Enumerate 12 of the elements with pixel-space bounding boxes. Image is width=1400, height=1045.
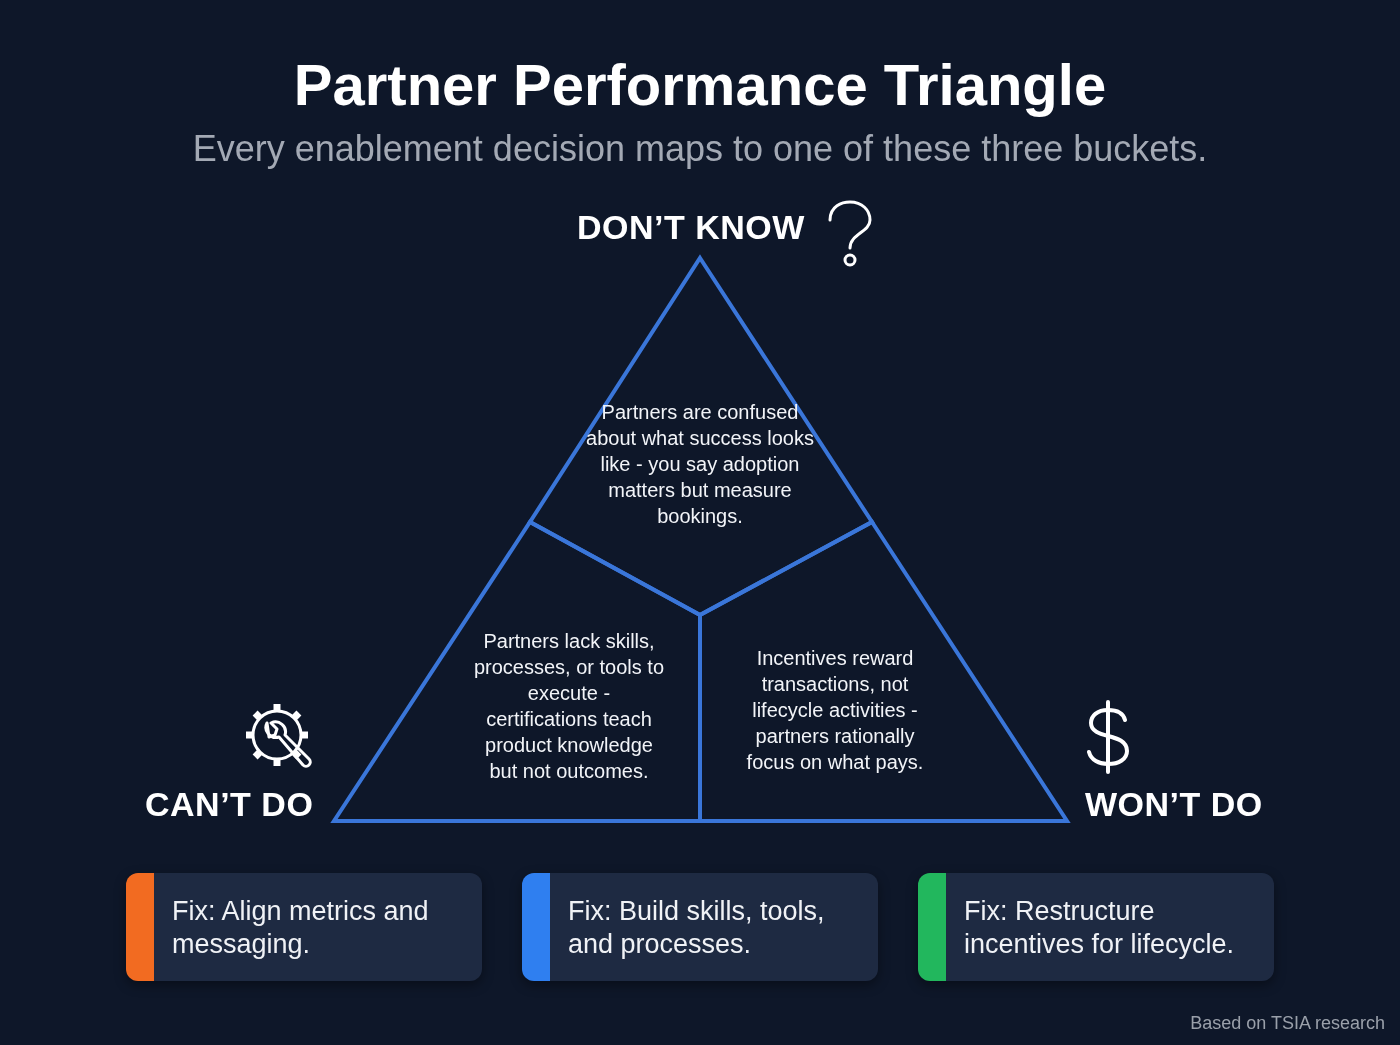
corner-label: CAN’T DO <box>145 785 314 824</box>
title-heading: Partner Performance Triangle <box>292 51 1108 119</box>
fix-card: Fix: Restructure incentives for lifecycle. <box>918 873 1274 981</box>
subtitle-text: Every enablement decision maps to one of these three buckets. <box>191 127 1209 171</box>
source-note: Based on TSIA research <box>1190 1013 1385 1034</box>
fix-card: Fix: Build skills, tools, and processes. <box>522 873 878 981</box>
section-text: Incentives reward transactions, not lifecycle activities - partners rationally focus on what pays. <box>745 646 925 775</box>
section-text: Partners lack skills, processes, or tools to execute - certifications teach product knowledge but not outcomes. <box>472 629 666 784</box>
fix-card: Fix: Align metrics and messaging. <box>126 873 482 981</box>
corner-label: DON’T KNOW <box>577 208 805 247</box>
section-text: Partners are confused about what success looks like - you say adoption matters but measure bookings. <box>585 400 815 529</box>
corner-label: WON’T DO <box>1085 785 1263 824</box>
